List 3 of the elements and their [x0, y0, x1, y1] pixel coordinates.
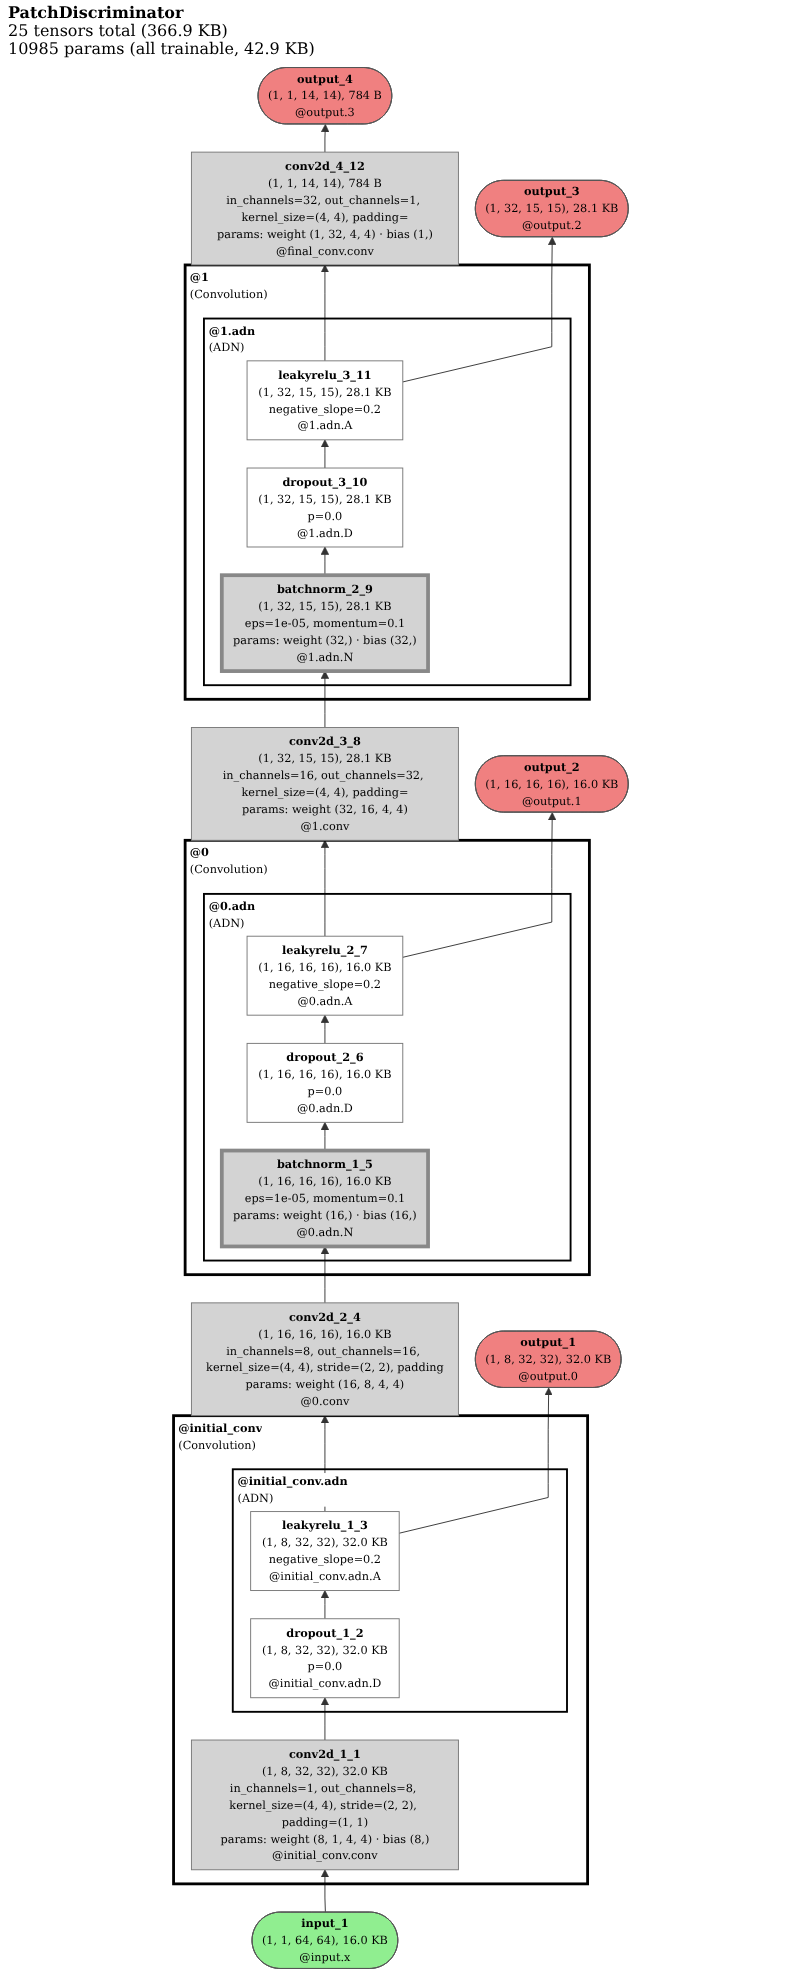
summary-text: 25 tensors total (366.9 KB) [8, 22, 228, 41]
diagram-title: PatchDiscriminator [8, 4, 184, 23]
summary-text: 10985 params (all trainable, 42.9 KB) [8, 40, 315, 60]
